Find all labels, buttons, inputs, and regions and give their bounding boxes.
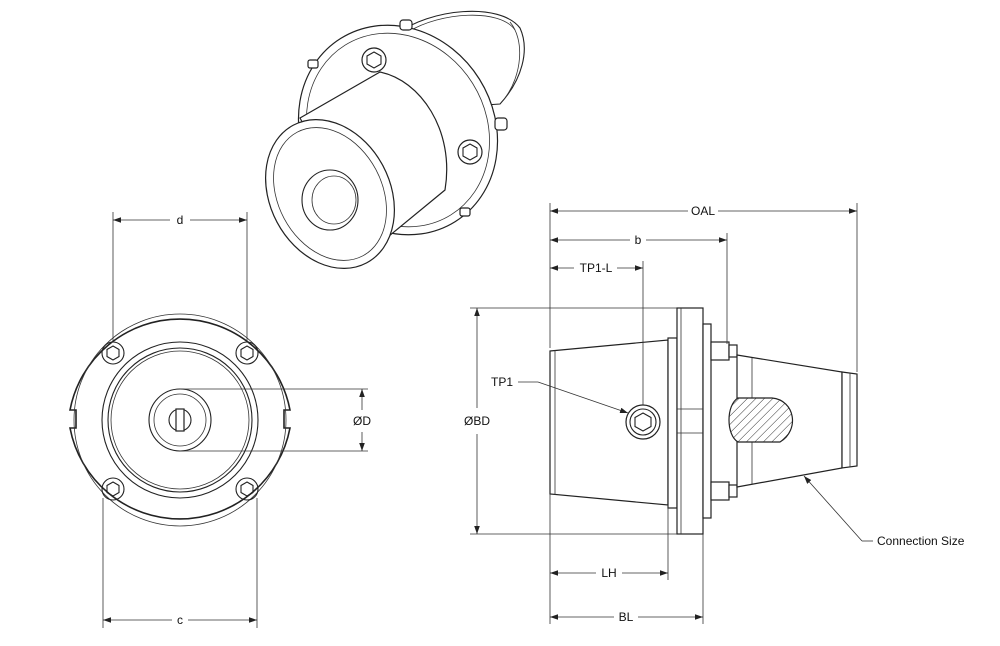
dim-label-b: b (635, 233, 642, 247)
front-flange-outline (69, 318, 291, 520)
front-body-outer (101, 341, 259, 499)
side-screw-bottom (710, 481, 738, 501)
side-tp1-screw (625, 404, 661, 440)
front-view (69, 313, 291, 527)
dim-label-d: d (177, 213, 184, 227)
dimension-oal: OAL (549, 203, 858, 372)
front-bolt-bottom-right (235, 477, 259, 501)
callout-tp1: TP1 (491, 375, 629, 414)
front-bolt-top-right (235, 341, 259, 365)
iso-bolt-right (457, 139, 483, 165)
dimension-od: ØD (180, 388, 371, 452)
side-screw-top (710, 341, 738, 361)
callout-label-connection-size: Connection Size (877, 534, 965, 548)
side-view (549, 307, 858, 535)
iso-bolt-top (361, 47, 387, 73)
front-key-slot (168, 408, 192, 432)
dimension-d: d (112, 212, 248, 342)
dim-label-tp1-l: TP1-L (580, 261, 613, 275)
dimension-obd: ØBD (464, 307, 677, 535)
dim-label-c: c (177, 613, 183, 627)
dim-label-obd: ØBD (464, 414, 490, 428)
callout-connection-size: Connection Size (803, 475, 965, 548)
iso-front-face (264, 118, 396, 270)
dim-label-lh: LH (601, 566, 616, 580)
front-bolt-bottom-left (101, 477, 125, 501)
dim-label-oal: OAL (691, 204, 715, 218)
dimension-tp1-l: TP1-L (550, 261, 644, 405)
dim-label-bl: BL (619, 610, 634, 624)
dimension-b: b (550, 233, 728, 344)
isometric-view (264, 10, 525, 270)
dimension-c: c (102, 498, 258, 628)
dimension-lh: LH (549, 494, 669, 580)
iso-bore (301, 169, 359, 231)
callout-label-tp1: TP1 (491, 375, 513, 389)
dim-label-od: ØD (353, 414, 371, 428)
front-bolt-top-left (101, 341, 125, 365)
dimension-bl: BL (549, 534, 704, 624)
side-section-hatch (728, 397, 794, 443)
